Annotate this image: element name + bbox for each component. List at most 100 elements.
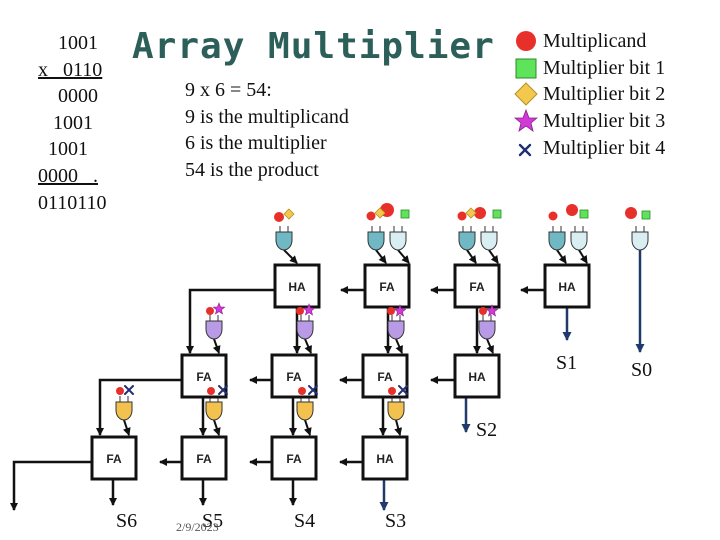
and-gate-row1-0 <box>275 231 293 251</box>
wire <box>395 338 403 354</box>
bit1-square <box>400 209 410 219</box>
output-s1: S1 <box>556 352 578 374</box>
and-gate-row1-7 <box>631 231 649 251</box>
adder-row1-1: FA <box>363 263 411 309</box>
output-s6: S6 <box>116 510 138 532</box>
bit2-diamond <box>465 207 477 219</box>
wire <box>466 249 477 264</box>
mult-line-5: 1001 <box>38 138 88 161</box>
adder-row2-0: FA <box>180 353 228 399</box>
slide-title: Array Multiplier <box>132 26 495 67</box>
wire <box>122 419 131 436</box>
multiplicand-dot <box>274 212 284 222</box>
wire <box>394 419 403 436</box>
wire <box>212 338 221 354</box>
bit3-star <box>302 303 316 316</box>
wire <box>578 249 588 264</box>
block-outline <box>270 435 318 481</box>
and-gate-row2-0 <box>205 320 223 340</box>
output-s0: S0 <box>631 359 653 381</box>
bit4-cross <box>398 385 408 395</box>
bit2-diamond <box>283 208 295 220</box>
adder-row1-2: FA <box>453 263 501 309</box>
and-gate-row1-3 <box>458 231 476 251</box>
and-gate-row2-2 <box>387 320 405 340</box>
block-label: FA <box>196 370 212 384</box>
block-outline <box>180 435 228 481</box>
adder-row2-3: HA <box>453 353 501 399</box>
and-gate-row3-0 <box>115 401 133 421</box>
block-outline <box>363 263 411 309</box>
block-label: FA <box>286 370 302 384</box>
red-circle-icon <box>516 31 536 51</box>
block-label: HA <box>468 370 486 384</box>
mult-line-6: 0000 . <box>38 164 98 187</box>
wire <box>375 249 387 264</box>
and-gate-row3-2 <box>296 401 314 421</box>
multiplicand-dot <box>566 204 578 216</box>
bit4-cross <box>124 385 134 395</box>
multiplicand-dot <box>298 387 306 395</box>
bit1-square <box>492 209 502 219</box>
wire <box>397 249 410 264</box>
output-s4: S4 <box>294 510 316 532</box>
multiplicand-dot <box>296 307 304 315</box>
block-outline <box>361 435 409 481</box>
yellow-diamond-icon <box>514 82 538 107</box>
explanation-line-3: 6 is the multiplier <box>185 132 327 154</box>
block-label: HA <box>376 452 394 466</box>
multiplicand-dot <box>366 211 376 221</box>
bit-symbols <box>116 203 651 395</box>
bit2-diamond <box>374 207 386 219</box>
wire <box>304 338 312 354</box>
mult-line-3: 0000 <box>38 85 98 108</box>
explanation: 9 x 6 = 54: 9 is the multiplicand 6 is t… <box>185 77 349 183</box>
explanation-line-4: 54 is the product <box>185 158 319 181</box>
block-outline <box>453 263 501 309</box>
multiplicand-dot <box>474 207 486 219</box>
adder-row1-0: HA <box>273 263 321 309</box>
block-label: FA <box>196 452 212 466</box>
multiplicand-dot <box>625 207 637 219</box>
and-gate-row1-1 <box>367 231 385 251</box>
mult-line-7: 0110110 <box>38 191 107 214</box>
legend-label: Multiplier bit 1 <box>543 56 666 79</box>
block-label: FA <box>469 280 485 294</box>
multiplicand-dot <box>387 307 395 315</box>
carry-out-row3 <box>10 460 92 511</box>
multiplicand-dot <box>388 387 396 395</box>
multiplicand-dot <box>457 211 467 221</box>
and-gate-row2-3 <box>478 320 496 340</box>
adder-row3-0: FA <box>90 435 138 481</box>
and-gate-row1-2 <box>389 231 407 251</box>
block-outline <box>543 263 591 309</box>
block-label: FA <box>286 452 302 466</box>
multiplicand-dot <box>479 307 487 315</box>
block-outline <box>180 353 228 399</box>
adder-row3-1: FA <box>180 435 228 481</box>
bit4-cross <box>308 385 318 395</box>
carry-out-row1 <box>186 288 275 354</box>
block-outline <box>90 435 138 481</box>
legend-label: Multiplicand <box>543 30 647 52</box>
bit1-square <box>641 210 651 220</box>
and-gate-row1-6 <box>570 231 588 251</box>
block-label: FA <box>379 280 395 294</box>
long-multiplication: 1001 x 0110 0000 1001 1001 0000 . 011011… <box>38 30 107 216</box>
block-outline <box>273 263 321 309</box>
bit3-star <box>393 304 407 317</box>
bit1-square <box>579 209 589 219</box>
wire <box>283 249 298 264</box>
navy-cross-icon <box>518 143 532 156</box>
adder-row1-3: HA <box>543 263 591 309</box>
mult-line-2: x 0110 <box>38 58 103 81</box>
bit3-star <box>485 304 499 317</box>
bit3-star <box>212 302 226 315</box>
wire <box>303 419 312 436</box>
explanation-line-2: 9 is the multiplicand <box>185 105 349 128</box>
and-gate-row1-5 <box>548 231 566 251</box>
adder-row2-1: FA <box>270 353 318 399</box>
mult-line-1: 1001 <box>38 32 98 54</box>
adder-row3-2: FA <box>270 435 318 481</box>
